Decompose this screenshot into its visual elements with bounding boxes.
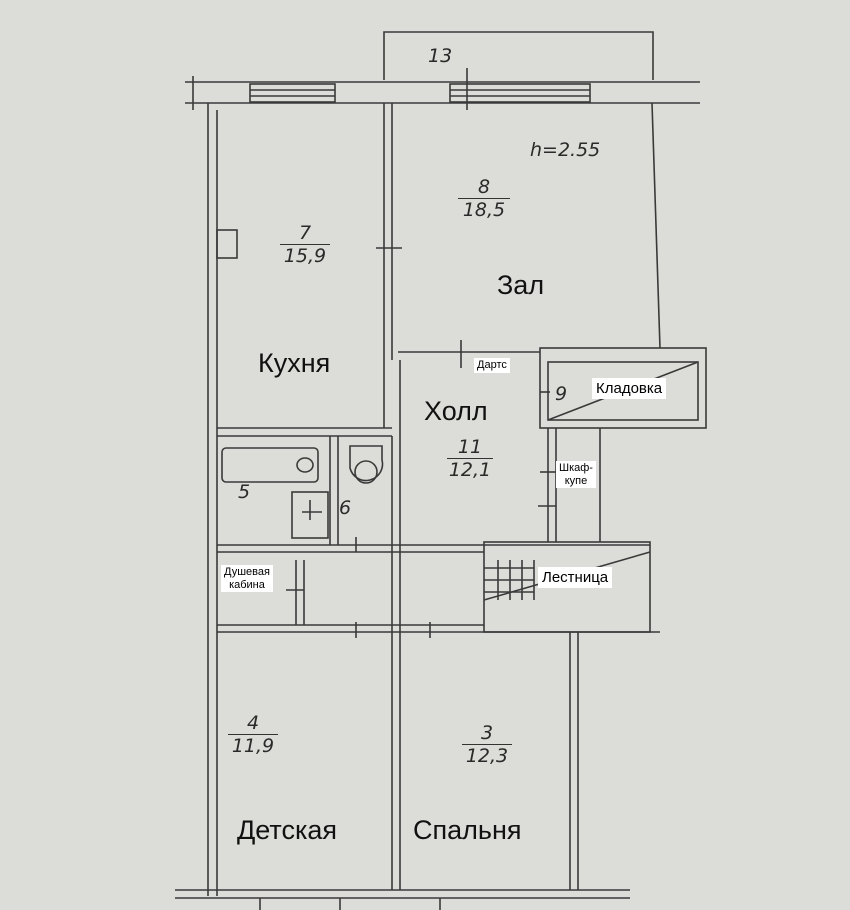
lobby-number: 11 <box>447 436 493 459</box>
shower-tag: Душевая кабина <box>221 565 273 593</box>
bedroom-name: Спальня <box>413 815 522 845</box>
nursery-name: Детская <box>237 815 338 845</box>
nursery-area: 11,9 <box>231 735 275 757</box>
wardrobe-line1: Шкаф- <box>559 462 593 474</box>
bedroom-area: 12,3 <box>465 745 509 767</box>
balcony-dimension: 13 <box>428 45 453 67</box>
wc-number: 6 <box>339 497 352 519</box>
kitchen-area: 15,9 <box>283 245 327 267</box>
lobby-name: Холл <box>424 396 488 426</box>
stairs-tag: Лестница <box>538 567 613 589</box>
kitchen-number: 7 <box>280 222 330 245</box>
storage-number: 9 <box>555 383 568 405</box>
lobby-area-label: 11 12,1 <box>447 436 493 481</box>
ceiling-height: h=2.55 <box>530 139 601 161</box>
kitchen-name: Кухня <box>258 348 331 378</box>
kitchen-area-label: 7 15,9 <box>280 222 330 267</box>
hall-number: 8 <box>458 176 510 199</box>
wardrobe-line2: купе <box>564 474 588 487</box>
nursery-area-label: 4 11,9 <box>228 712 278 757</box>
lobby-area: 12,1 <box>448 459 492 481</box>
nursery-number: 4 <box>228 712 278 735</box>
bedroom-number: 3 <box>462 722 512 745</box>
shower-line1: Душевая <box>224 566 270 578</box>
bath-number: 5 <box>238 481 251 503</box>
darts-tag: Дартс <box>474 358 510 373</box>
hall-name: Зал <box>497 270 545 300</box>
storage-tag: Кладовка <box>592 378 667 400</box>
shower-line2: кабина <box>229 578 265 591</box>
hall-area-label: 8 18,5 <box>458 176 510 221</box>
hall-area: 18,5 <box>462 199 506 221</box>
wardrobe-tag: Шкаф- купе <box>556 461 596 489</box>
bedroom-area-label: 3 12,3 <box>462 722 512 767</box>
